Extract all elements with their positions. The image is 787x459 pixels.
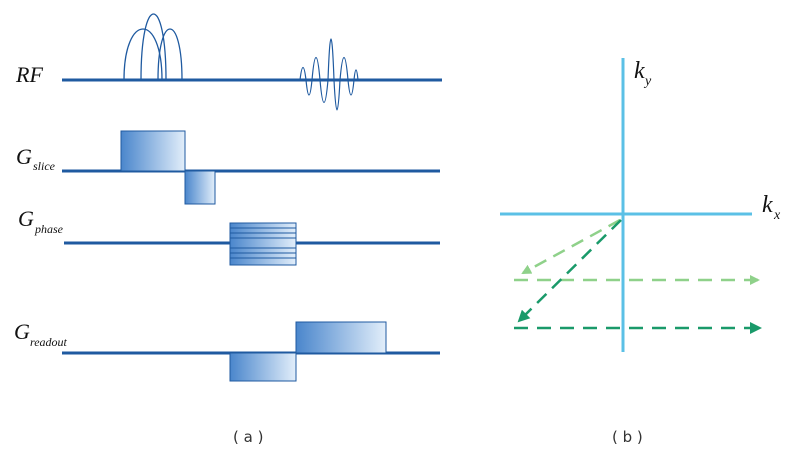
greadout-label-subscript: readout	[30, 335, 68, 349]
kspace-trajectory-diagram: k y k x ( b )	[500, 58, 781, 446]
pulse-sequence-diagram: RF G slice G phase	[14, 13, 442, 446]
kx-axis-label: k	[762, 192, 773, 218]
greadout-label: G	[14, 319, 30, 344]
rf-row: RF	[15, 13, 442, 111]
gslice-rephase-lobe	[184, 170, 216, 205]
gslice-label-subscript: slice	[33, 159, 56, 173]
ky-axis-label-subscript: y	[643, 74, 652, 89]
gphase-label-subscript: phase	[34, 222, 64, 236]
gslice-selection-lobe	[120, 130, 186, 172]
light-trajectory-diagonal-arrow	[521, 218, 621, 275]
kx-axis-label-subscript: x	[773, 208, 781, 223]
gphase-row: G phase	[18, 206, 440, 266]
rf-excitation-pulse	[123, 13, 183, 81]
gphase-label: G	[18, 206, 34, 231]
dark-trajectory-diagonal-arrow	[517, 219, 622, 323]
panel-a-caption: ( a )	[233, 428, 263, 446]
rf-label: RF	[15, 62, 43, 87]
ky-axis-label: k	[634, 58, 645, 84]
rf-refocusing-pulse	[299, 38, 359, 111]
gslice-row: G slice	[16, 130, 440, 205]
panel-b-caption: ( b )	[612, 428, 643, 446]
greadout-row: G readout	[14, 319, 440, 382]
greadout-readout-lobe	[295, 321, 387, 354]
gslice-label: G	[16, 144, 32, 169]
gphase-encoding-table	[229, 222, 297, 266]
greadout-prephase-lobe	[229, 352, 297, 382]
